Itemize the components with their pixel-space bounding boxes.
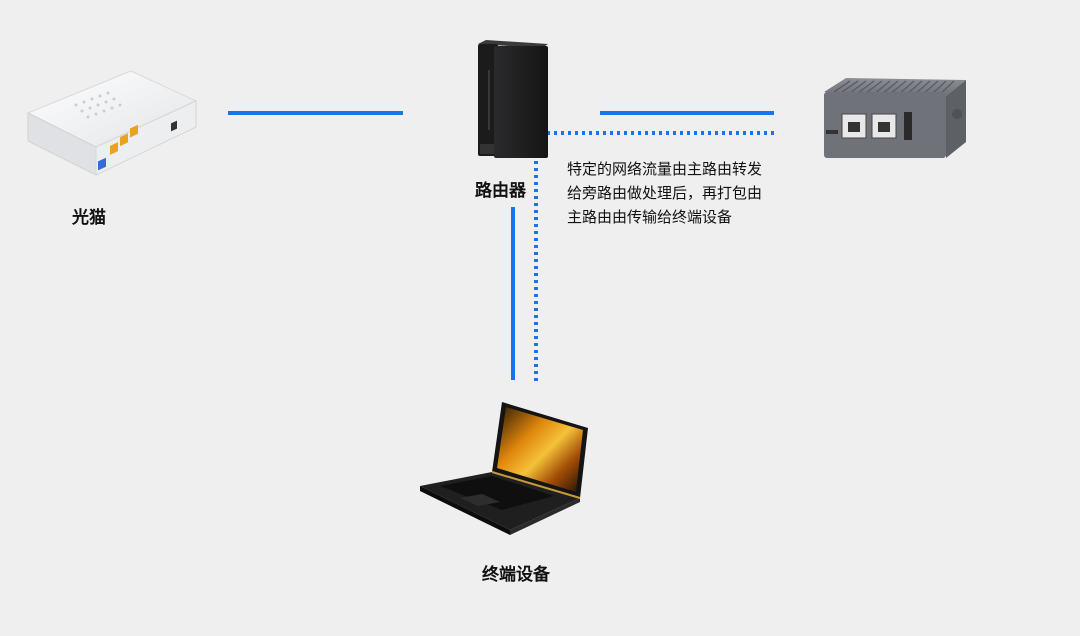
flow-annotation: 特定的网络流量由主路由转发 给旁路由做处理后，再打包由 主路由由传输给终端设备 bbox=[567, 157, 762, 229]
bypass-router-icon bbox=[824, 78, 966, 158]
node-label-terminal: 终端设备 bbox=[482, 565, 550, 585]
annotation-line: 特定的网络流量由主路由转发 bbox=[567, 160, 763, 178]
laptop-icon bbox=[420, 402, 588, 535]
annotation-line: 主路由由传输给终端设备 bbox=[567, 208, 733, 226]
node-label-modem: 光猫 bbox=[72, 208, 106, 228]
node-label-router: 路由器 bbox=[475, 181, 526, 201]
annotation-line: 给旁路由做处理后，再打包由 bbox=[567, 184, 763, 202]
router-icon bbox=[478, 40, 548, 158]
optical-modem-icon bbox=[26, 70, 198, 176]
